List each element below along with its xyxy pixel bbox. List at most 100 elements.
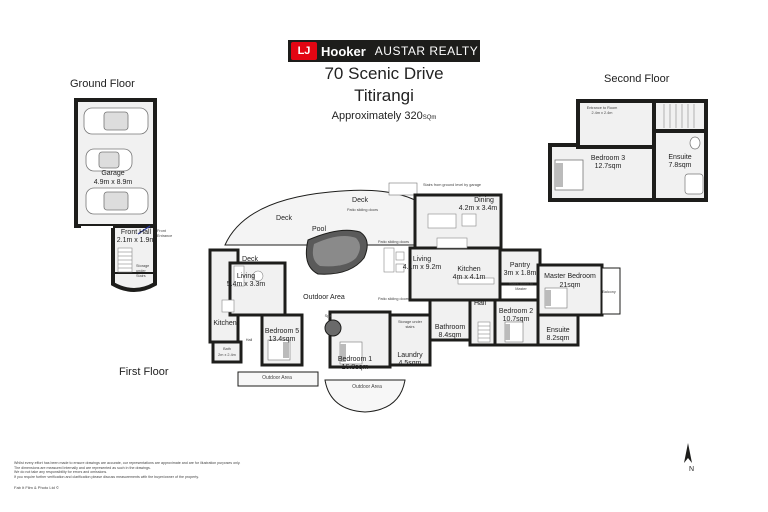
second-floor-stairs: [663, 104, 695, 128]
bed-bedroom-3: [554, 159, 584, 191]
disclaimer-line: We do not take any responsibility for er…: [14, 470, 108, 475]
first-floor-plan: [208, 182, 621, 413]
disclaimer-line: The dimensions are measured internally a…: [14, 465, 151, 470]
kitchen-main-size: 4m x 4.1m: [452, 274, 486, 281]
first-floor-stairs: [477, 321, 491, 343]
pantry-label: Pantry: [509, 262, 531, 269]
entrance-to-room-label: Entrance to Room: [586, 106, 618, 110]
brand-name: Hooker: [321, 43, 366, 59]
ground-floor-plan: [74, 98, 157, 292]
laundry-label: Laundry: [397, 352, 423, 359]
laundry-size: 4.5sqm: [398, 360, 422, 367]
dining-furniture: [427, 213, 477, 229]
living-left-label: Living: [236, 273, 256, 280]
disclaimer: Whilst every effort has been made to ens…: [14, 461, 294, 479]
bedroom-3-size: 12.7sqm: [594, 163, 622, 170]
patio-doors-2: Patio sliding doors: [378, 240, 410, 244]
agency-logo: LJ Hooker AUSTAR REALTY: [288, 40, 480, 62]
outdoor-area-left-label: Outdoor Area: [262, 375, 292, 381]
area-unit: SQm: [422, 115, 437, 121]
patio-doors-3: Patio sliding doors: [378, 297, 410, 301]
bedroom-5-label: Bedroom 5: [264, 328, 300, 335]
north-label: N: [689, 466, 695, 473]
balcony-label: Balcony: [602, 290, 616, 294]
master-bedroom-label: Master Bedroom: [544, 273, 596, 280]
disclaimer-line: Whilst every effort has been made to ens…: [14, 461, 241, 465]
disclaimer-line: If you require further verification and …: [14, 474, 199, 479]
property-suburb: Titirangi: [354, 86, 414, 105]
front-entrance-label: Front Entrance: [157, 229, 173, 238]
pool-label: Pool: [311, 226, 326, 233]
bathroom-left-size: 2m x 2.4m: [218, 353, 236, 357]
deck-label-1: Deck: [276, 215, 292, 222]
first-floor-label: First Floor: [119, 366, 169, 378]
ground-storage-label: Storage under Stairs: [136, 264, 150, 278]
spa: [324, 319, 342, 337]
left-living-furniture: [221, 265, 264, 313]
photo-credit: Fab It Film & Photo Ltd ©: [14, 485, 59, 490]
entry-stairs: [388, 182, 418, 196]
ensuite-2nd-label: Ensuite: [668, 154, 692, 161]
car-1: [83, 107, 149, 135]
dining-size: 4.2m x 3.4m: [458, 205, 498, 212]
area-value: Approximately 320: [331, 110, 423, 122]
dining-label: Dining: [474, 197, 494, 204]
kitchen-main-label: Kitchen: [457, 266, 481, 273]
ground-stairs: [117, 247, 133, 273]
stairs-master-note: Stairs down to Master: [508, 282, 534, 291]
property-address: 70 Scenic Drive: [324, 64, 444, 83]
agency-name: AUSTAR REALTY: [374, 44, 479, 58]
ensuite-label: Ensuite: [546, 327, 570, 334]
patio-doors-1: Patio sliding doors: [347, 208, 379, 212]
outdoor-area-label: Outdoor Area: [303, 294, 345, 301]
bathroom-size: 8.4sqm: [438, 332, 462, 339]
ensuite-2nd-size: 7.8sqm: [668, 162, 692, 169]
ground-floor-label: Ground Floor: [70, 78, 135, 90]
kitchen-island: [436, 237, 495, 285]
living-main-size: 4.1m x 9.2m: [402, 264, 442, 271]
ensuite-fixtures: [684, 136, 704, 195]
car-2: [85, 148, 133, 172]
garage-size: 4.9m x 8.9m: [93, 179, 133, 186]
hall-left-label: Hall: [245, 338, 253, 342]
garage-label: Garage: [101, 170, 125, 177]
second-floor-label: Second Floor: [604, 73, 670, 85]
second-floor-plan: [548, 99, 708, 202]
bedroom-1-size: 16.8sqm: [341, 364, 369, 371]
stairs-note: Stairs from ground level by garage: [423, 183, 482, 187]
car-3: [85, 187, 149, 215]
living-furniture: [383, 247, 405, 273]
front-hall-size: 2.1m x 1.9m: [116, 237, 156, 244]
pool: [305, 229, 368, 275]
storage-under-stairs-label: Storage under stairs: [397, 320, 423, 329]
master-bedroom-size: 21sqm: [559, 282, 581, 289]
living-main-label: Living: [412, 256, 432, 263]
living-left-size: 5.4m x 3.3m: [226, 281, 266, 288]
spa-label: Spa: [324, 314, 332, 318]
bathroom-label: Bathroom: [434, 324, 466, 331]
master-bed: [544, 287, 568, 309]
bedroom-5-bed: [267, 339, 291, 361]
bedroom-3-label: Bedroom 3: [590, 155, 626, 162]
lj-logo-mark: LJ: [291, 42, 317, 60]
bedroom-5-size: 13.4sqm: [268, 336, 296, 343]
bedroom-2-bed: [504, 321, 524, 343]
deck-label-3: Deck: [242, 256, 258, 263]
bedroom-1-bed: [339, 341, 363, 365]
kitchen-left-label: Kitchen: [213, 320, 237, 327]
north-arrow-icon: [684, 443, 692, 463]
entrance-to-room-size: 2.4m x 2.4m: [591, 111, 613, 115]
deck-label-2: Deck: [352, 197, 368, 204]
front-door-swing: [137, 225, 151, 235]
property-area: Approximately 320SQm: [0, 110, 768, 122]
ensuite-size: 8.2sqm: [546, 335, 570, 342]
hall-label: Hall: [473, 300, 487, 307]
bedroom-1-label: Bedroom 1: [337, 356, 373, 363]
bedroom-2-label: Bedroom 2: [498, 308, 534, 315]
pantry-size: 3m x 1.8m: [503, 270, 537, 277]
bedroom-2-size: 10.7sqm: [502, 316, 530, 323]
outdoor-area-bottom-label: Outdoor Area: [352, 384, 382, 390]
bathroom-left-label: Bath: [223, 347, 231, 351]
front-hall-label: Front Hall: [120, 229, 152, 236]
